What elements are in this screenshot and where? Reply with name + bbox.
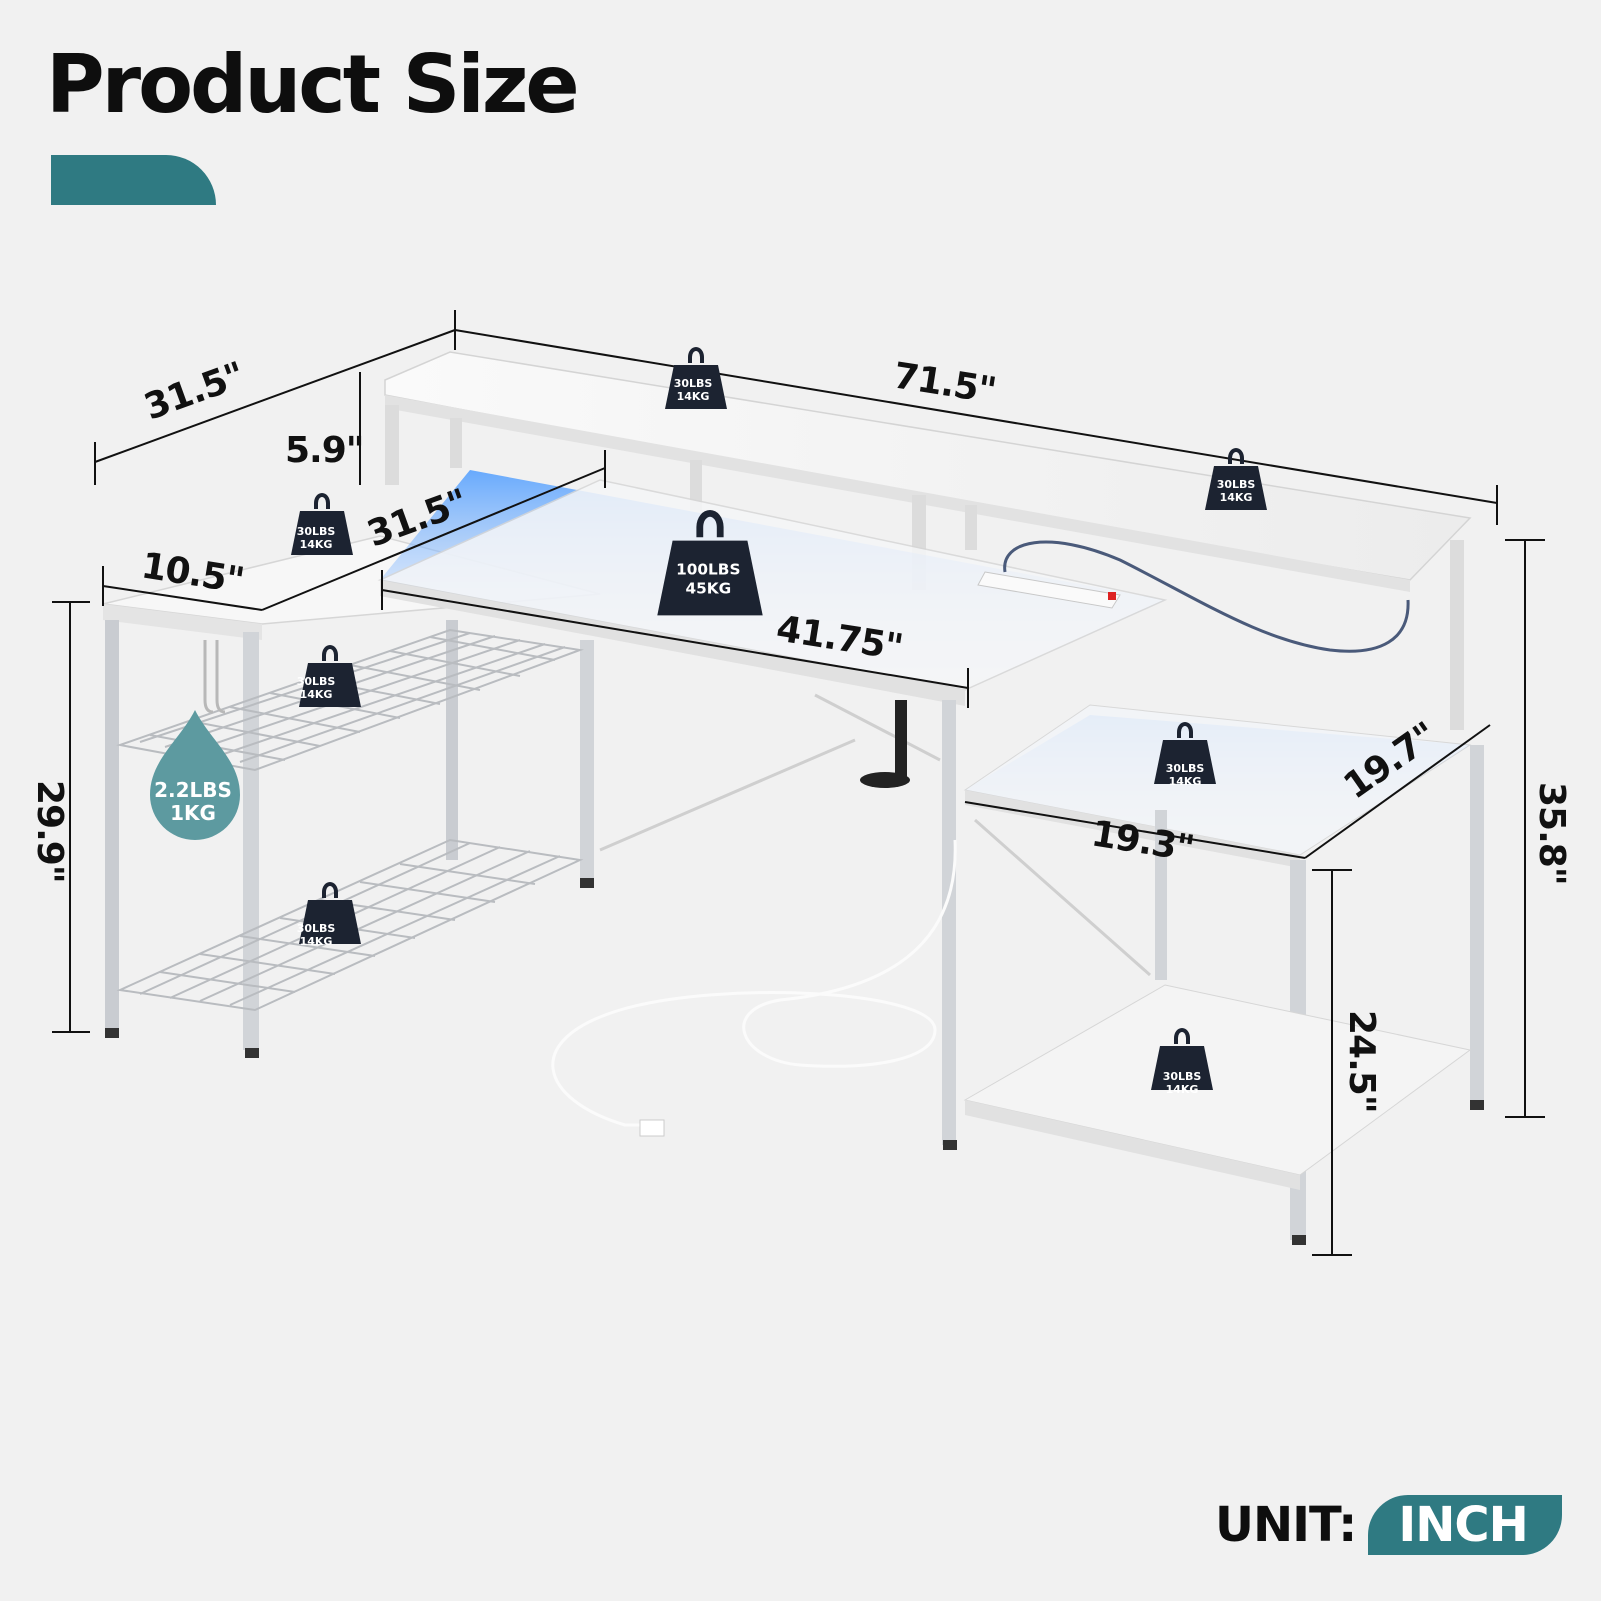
hook-weight-lbs: 2.2LBS (154, 778, 232, 802)
weight-monitor-right-lbs: 30LBS (1217, 478, 1256, 491)
weight-cabinet-upper-kg: 14KG (1169, 775, 1202, 788)
right-cabinet (963, 704, 1484, 1245)
weight-desktop: 100LBS 45KG (657, 510, 763, 616)
dim-monitor-stand-height: 5.9" (285, 430, 364, 471)
weight-monitor-left-kg: 14KG (677, 390, 710, 403)
left-wing (102, 535, 601, 1058)
weight-cabinet-lower-lbs: 30LBS (1163, 1070, 1202, 1083)
weight-lower-rack-lbs: 30LBS (297, 922, 336, 935)
weight-cabinet-lower-kg: 14KG (1166, 1083, 1199, 1096)
unit-badge: INCH (1368, 1495, 1562, 1555)
dimension-lines (52, 310, 1545, 1256)
weight-monitor-right-kg: 14KG (1220, 491, 1253, 504)
weight-corner-lbs: 30LBS (297, 525, 336, 538)
weight-cabinet-upper: 30LBS 14KG (1154, 722, 1216, 788)
weight-monitor-left: 30LBS 14KG (665, 347, 727, 409)
unit-label: UNIT: (1215, 1497, 1357, 1553)
weight-cabinet-lower: 30LBS 14KG (1151, 1028, 1213, 1096)
unit-indicator: UNIT: INCH (1215, 1495, 1562, 1555)
monitor-stand (384, 351, 1472, 730)
dim-left-height: 29.9" (29, 780, 70, 883)
dim-cabinet-height: 24.5" (1341, 1010, 1382, 1113)
dim-left-depth: 31.5" (139, 355, 249, 429)
weight-desktop-kg: 45KG (685, 579, 731, 597)
weight-desktop-lbs: 100LBS (676, 561, 740, 579)
dim-total-width: 71.5" (891, 355, 999, 412)
weight-cabinet-upper-lbs: 30LBS (1166, 762, 1205, 775)
weight-upper-rack-lbs: 30LBS (297, 675, 336, 688)
title-accent-tab (51, 155, 216, 205)
weight-upper-rack: 30LBS 14KG (297, 645, 361, 707)
hook-weight-kg: 1KG (170, 801, 216, 825)
hook-weight-drop: 2.2LBS 1KG (150, 710, 240, 840)
page-title: Product Size (46, 38, 580, 131)
dim-total-height: 35.8" (1531, 782, 1572, 885)
weight-lower-rack: 30LBS 14KG (297, 882, 361, 948)
weight-monitor-left-lbs: 30LBS (674, 377, 713, 390)
weight-lower-rack-kg: 14KG (300, 935, 333, 948)
weight-monitor-right: 30LBS 14KG (1205, 448, 1267, 510)
weight-corner: 30LBS 14KG (291, 493, 353, 555)
weight-corner-kg: 14KG (300, 538, 333, 551)
desktop (377, 470, 1410, 1150)
weight-upper-rack-kg: 14KG (300, 688, 333, 701)
